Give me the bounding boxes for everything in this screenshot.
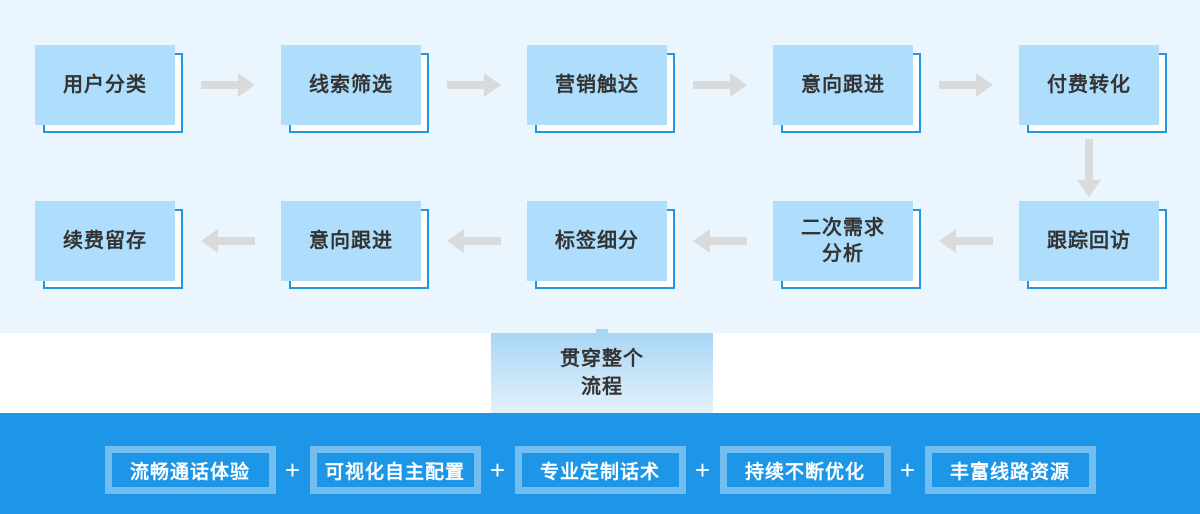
feature-label: 可视化自主配置 xyxy=(324,461,465,483)
feature-item-call-quality: 流畅通话体验 xyxy=(104,446,276,494)
arrow-shaft xyxy=(693,81,731,89)
feature-label: 持续不断优化 xyxy=(744,461,865,483)
flow-arrow-down-icon xyxy=(1077,139,1101,197)
whole-process-note: 贯穿整个 流程 xyxy=(491,329,713,413)
flow-arrow-left-icon xyxy=(939,229,993,253)
flow-step-label: 付费转化 xyxy=(1047,74,1131,96)
arrow-shaft xyxy=(447,81,485,89)
arrow-head xyxy=(730,73,747,97)
arrow-shaft xyxy=(463,237,501,245)
arrow-head xyxy=(976,73,993,97)
flow-step-user-classification: 用户分类 xyxy=(35,45,183,133)
flow-arrow-left-icon xyxy=(201,229,255,253)
flow-box: 营销触达 xyxy=(527,45,667,125)
flow-box: 线索筛选 xyxy=(281,45,421,125)
whole-process-note-label: 贯穿整个 流程 xyxy=(560,348,644,398)
flow-box: 二次需求 分析 xyxy=(773,201,913,281)
plus-separator: + xyxy=(284,455,301,485)
flow-arrow-right-icon xyxy=(201,73,255,97)
note-notch xyxy=(596,329,608,333)
feature-item-custom-scripts: 专业定制话术 xyxy=(514,446,686,494)
flow-step-label: 跟踪回访 xyxy=(1047,230,1131,252)
plus-separator: + xyxy=(489,455,506,485)
flow-step-lead-screening: 线索筛选 xyxy=(281,45,429,133)
flow-box: 付费转化 xyxy=(1019,45,1159,125)
flow-step-tag-segmentation: 标签细分 xyxy=(527,201,675,289)
flow-box: 跟踪回访 xyxy=(1019,201,1159,281)
arrow-head xyxy=(693,229,710,253)
feature-label: 流畅通话体验 xyxy=(129,461,250,483)
arrow-head xyxy=(238,73,255,97)
feature-label: 丰富线路资源 xyxy=(949,461,1070,483)
flow-arrow-left-icon xyxy=(447,229,501,253)
flow-step-label: 意向跟进 xyxy=(801,74,885,96)
flow-arrow-right-icon xyxy=(693,73,747,97)
flow-step-secondary-demand-analysis: 二次需求 分析 xyxy=(773,201,921,289)
feature-bar: 流畅通话体验 + 可视化自主配置 + 专业定制话术 + 持续不断优化 + 丰富线… xyxy=(0,413,1200,514)
arrow-shaft xyxy=(1085,139,1093,181)
flow-step-label: 意向跟进 xyxy=(309,230,393,252)
arrow-shaft xyxy=(201,81,239,89)
flow-step-label: 用户分类 xyxy=(63,74,147,96)
flow-step-label: 营销触达 xyxy=(555,74,639,96)
arrow-shaft xyxy=(709,237,747,245)
flow-box: 用户分类 xyxy=(35,45,175,125)
flow-box: 意向跟进 xyxy=(281,201,421,281)
arrow-shaft xyxy=(939,81,977,89)
feature-item-visual-config: 可视化自主配置 xyxy=(309,446,481,494)
arrow-head xyxy=(201,229,218,253)
flow-step-intent-followup-1: 意向跟进 xyxy=(773,45,921,133)
feature-row: 流畅通话体验 + 可视化自主配置 + 专业定制话术 + 持续不断优化 + 丰富线… xyxy=(0,413,1200,494)
arrow-head xyxy=(1077,180,1101,197)
feature-item-line-resources: 丰富线路资源 xyxy=(924,446,1096,494)
flow-step-label: 线索筛选 xyxy=(309,74,393,96)
flow-arrow-left-icon xyxy=(693,229,747,253)
flow-step-label: 续费留存 xyxy=(63,230,147,252)
flow-step-label: 二次需求 分析 xyxy=(801,217,885,265)
flow-step-paid-conversion: 付费转化 xyxy=(1019,45,1167,133)
flow-step-intent-followup-2: 意向跟进 xyxy=(281,201,429,289)
flow-box: 标签细分 xyxy=(527,201,667,281)
feature-item-continuous-optimization: 持续不断优化 xyxy=(719,446,891,494)
flow-step-label: 标签细分 xyxy=(555,230,639,252)
flow-section: 用户分类 线索筛选 营销触达 xyxy=(0,0,1200,333)
arrow-shaft xyxy=(955,237,993,245)
flow-arrow-right-icon xyxy=(447,73,501,97)
arrow-head xyxy=(939,229,956,253)
arrow-head xyxy=(484,73,501,97)
arrow-head xyxy=(447,229,464,253)
flow-box: 续费留存 xyxy=(35,201,175,281)
flow-step-renewal-retention: 续费留存 xyxy=(35,201,183,289)
plus-separator: + xyxy=(694,455,711,485)
flow-step-marketing-reach: 营销触达 xyxy=(527,45,675,133)
flow-box: 意向跟进 xyxy=(773,45,913,125)
feature-label: 专业定制话术 xyxy=(539,461,660,483)
arrow-shaft xyxy=(217,237,255,245)
flow-step-tracking-revisit: 跟踪回访 xyxy=(1019,201,1167,289)
plus-separator: + xyxy=(899,455,916,485)
flow-arrow-right-icon xyxy=(939,73,993,97)
